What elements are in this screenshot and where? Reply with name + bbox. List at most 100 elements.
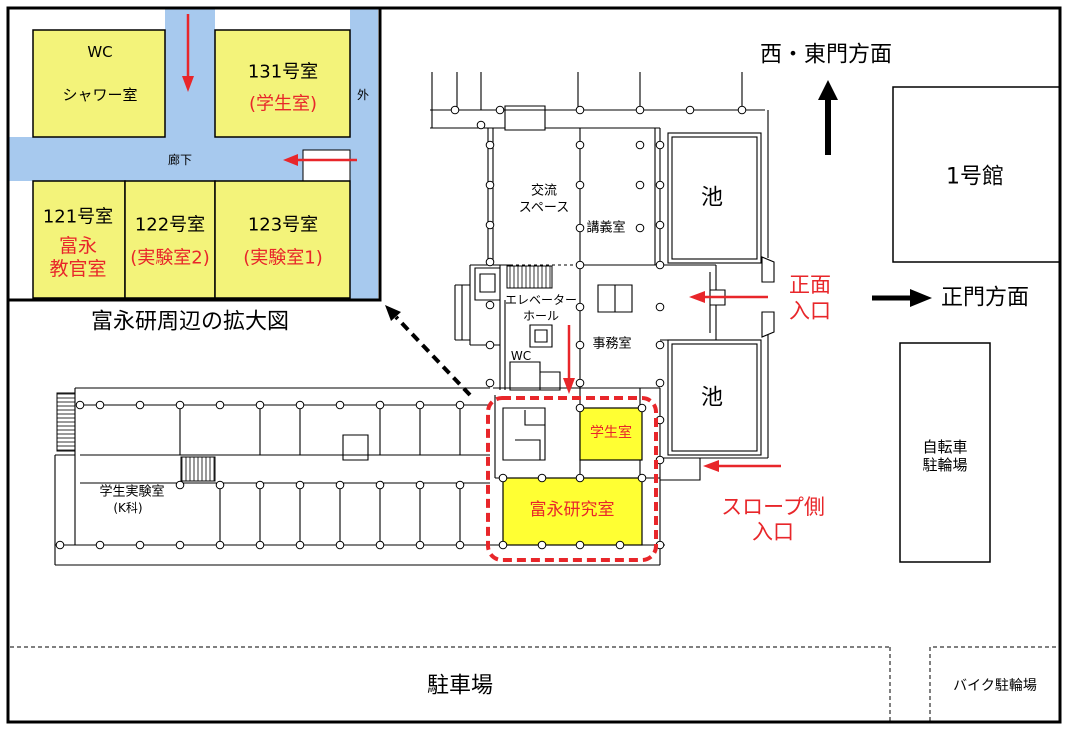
bicycle-parking: 自転車 駐輪場 xyxy=(899,342,991,563)
column-marker xyxy=(335,400,345,410)
column-marker xyxy=(215,540,225,550)
column-marker xyxy=(135,400,145,410)
room-123 xyxy=(214,180,351,299)
inset-route-arrow-down xyxy=(182,14,194,92)
west-wing-walls xyxy=(54,387,665,566)
column-marker xyxy=(575,302,585,312)
room-131-use: (学生室) xyxy=(249,94,317,115)
student-room-label: 学生室 xyxy=(590,424,632,441)
structural-columns xyxy=(55,105,747,550)
column-marker xyxy=(575,403,585,413)
room-123-use: (実験室1) xyxy=(243,248,323,269)
inset-corridor-label: 廊下 xyxy=(168,152,192,167)
column-marker xyxy=(485,300,495,310)
pond-north-label: 池 xyxy=(701,186,723,211)
column-marker xyxy=(575,378,585,388)
column-marker xyxy=(485,378,495,388)
column-marker xyxy=(476,120,486,130)
column-marker xyxy=(575,340,585,350)
column-marker xyxy=(575,540,585,550)
west-east-gate-label: 西・東門方面 xyxy=(760,43,892,68)
inset-map: WC シャワー室 131号室 (学生室) 外 廊下 121号室 富永 教官室 1… xyxy=(6,6,382,302)
tominaga-lab-outline xyxy=(486,396,658,562)
inset-outside-label: 外 xyxy=(357,88,369,102)
column-marker xyxy=(655,302,665,312)
column-marker xyxy=(655,340,665,350)
pond-south xyxy=(667,339,762,456)
motorbike-parking-label: バイク駐輪場 xyxy=(953,677,1037,694)
building-1: 1号館 xyxy=(892,86,1061,263)
column-marker xyxy=(335,540,345,550)
building-1-label: 1号館 xyxy=(946,165,1004,190)
column-marker xyxy=(655,220,665,230)
column-marker xyxy=(415,540,425,550)
column-marker xyxy=(637,403,647,413)
column-marker xyxy=(635,140,645,150)
column-marker xyxy=(498,473,508,483)
column-marker xyxy=(375,400,385,410)
column-marker xyxy=(95,400,105,410)
main-building-floor-plan: 交流 スペース 講義室 エレベーター ホール 事務室 WC 池 池 学生室 富永… xyxy=(54,72,775,566)
inset-wc-label: WC xyxy=(87,43,112,61)
column-marker xyxy=(255,540,265,550)
direction-west-east-gate: 西・東門方面 xyxy=(760,43,892,155)
column-marker xyxy=(175,540,185,550)
slope-entrance: スロープ側 入口 xyxy=(703,460,825,544)
student-lab-label-line1: 学生実験室 xyxy=(99,484,164,500)
column-marker xyxy=(415,480,425,490)
route-arrow-to-lab xyxy=(563,325,575,394)
column-marker xyxy=(415,400,425,410)
bicycle-parking-label-line2: 駐輪場 xyxy=(922,456,967,474)
column-marker xyxy=(537,473,547,483)
column-marker xyxy=(737,105,747,115)
column-marker xyxy=(498,540,508,550)
column-marker xyxy=(255,480,265,490)
column-marker xyxy=(485,257,495,267)
column-marker xyxy=(655,378,665,388)
column-marker xyxy=(615,540,625,550)
west-wing-stairs-west xyxy=(56,392,76,452)
exchange-space-label-line2: スペース xyxy=(519,201,569,216)
room-121-number: 121号室 xyxy=(43,207,113,228)
room-122-use: (実験室2) xyxy=(130,248,210,269)
office-label: 事務室 xyxy=(592,336,631,352)
bicycle-parking-label-line1: 自転車 xyxy=(922,438,967,456)
elevator-hall-label-line1: エレベーター xyxy=(505,293,577,307)
column-marker xyxy=(175,480,185,490)
elevator-hall-walls xyxy=(454,264,660,391)
west-wing-stairs-middle xyxy=(180,456,216,482)
column-marker xyxy=(575,180,585,190)
column-marker xyxy=(335,480,345,490)
column-marker xyxy=(655,260,665,270)
front-door-wing-south xyxy=(761,311,775,338)
room-122-number: 122号室 xyxy=(135,215,205,236)
inset-pointer-arrow xyxy=(385,305,472,397)
room-131 xyxy=(214,29,351,138)
column-marker xyxy=(175,400,185,410)
lecture-room-label: 講義室 xyxy=(586,220,625,236)
elevator-hall-label-line2: ホール xyxy=(523,309,559,323)
column-marker xyxy=(685,105,695,115)
column-marker xyxy=(455,480,465,490)
column-marker xyxy=(655,180,665,190)
column-marker xyxy=(375,540,385,550)
student-room-highlight xyxy=(579,407,643,461)
column-marker xyxy=(485,180,495,190)
column-marker xyxy=(637,473,647,483)
column-marker xyxy=(95,540,105,550)
front-entrance: 正面 入口 xyxy=(689,273,831,323)
column-marker xyxy=(537,540,547,550)
inset-shower-label: シャワー室 xyxy=(62,86,137,104)
column-marker xyxy=(255,400,265,410)
column-marker xyxy=(455,400,465,410)
tominaga-lab-highlight xyxy=(502,477,643,546)
column-marker xyxy=(575,473,585,483)
room-wc-shower xyxy=(32,29,166,138)
corridor-north xyxy=(165,8,215,138)
inset-route-arrow-left xyxy=(283,154,357,166)
column-marker xyxy=(575,140,585,150)
direction-main-gate: 正門方面 xyxy=(872,286,1029,311)
column-marker xyxy=(575,223,585,233)
column-marker xyxy=(485,340,495,350)
